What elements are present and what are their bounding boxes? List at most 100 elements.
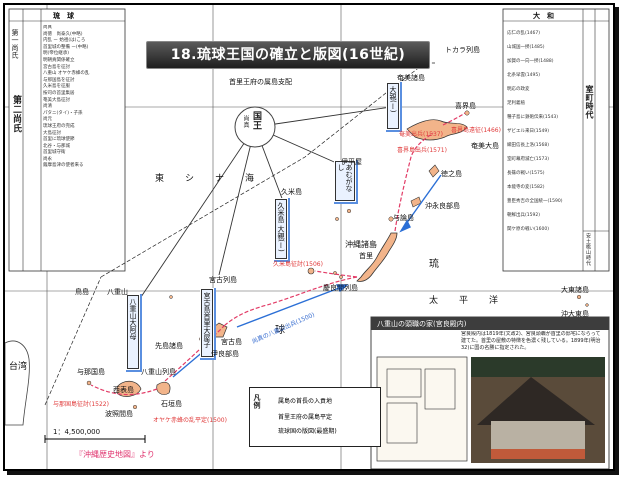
label-miyako-islands: 宮古列島 [209, 276, 237, 284]
label-tokara: トカラ列島 [445, 46, 480, 54]
right-row: ザビエル来日(1549) [507, 129, 549, 134]
left-row: 大島征討 [43, 130, 61, 136]
right-era-label-azuchi: 安土桃山時代 [585, 233, 591, 266]
amami-oshima-shape [406, 119, 468, 141]
kume-official-box: 久米島 大親(ー) [275, 199, 287, 259]
left-row: 奄美大島征討 [43, 97, 70, 103]
hub-circle [234, 106, 276, 148]
label-amami-islands: 奄美諸島 [397, 74, 425, 82]
label-irabu: 伊良部島 [211, 350, 239, 358]
label-daito: 大東諸島 [561, 286, 589, 294]
legend: 凡例 属島の首長の入貢地 首里王府の属島平定 琉球国の版図(最盛期) [249, 387, 381, 447]
left-row: 尚徳 尚泰久(中略) [43, 31, 83, 37]
right-row: 加賀の一向一揆(1488) [507, 59, 554, 64]
left-row: 明朝貢関係確立 [43, 57, 75, 63]
map-frame: 琉 球 第二尚氏 第一尚氏 尚真 尚徳 尚泰久(中略) 内乱 ー 始祖(は)ころ… [3, 3, 615, 471]
label-kikaijima: 喜界島 [455, 102, 476, 110]
region-label-ryu: 琉 [429, 259, 439, 270]
right-row: 北条早雲(1495) [507, 73, 540, 78]
iheya-official-box: あむがなし [335, 161, 355, 201]
legend-item-territory: 琉球国の版図(最盛期) [278, 428, 337, 435]
event-kikai: 喜界島出兵(1571) [397, 147, 447, 154]
miyako-official-box: 宮古島首里大屋子 [201, 289, 213, 357]
label-tokunoshima: 徳之島 [441, 170, 462, 178]
right-row: 山城国一揆(1485) [507, 45, 545, 50]
left-table-heading: 琉 球 [53, 12, 74, 20]
sea-label-east-china: 東 シ ナ 海 [155, 174, 261, 184]
legend-item-conquest: 首里王府の属島平定 [278, 414, 333, 421]
left-row: 首里城の整備 ー(中略) [43, 44, 89, 50]
okinawa-shape [356, 232, 398, 282]
label-yaeyama-islands: 八重山列島 [141, 368, 176, 376]
right-row: 室町幕府滅亡(1573) [507, 157, 549, 162]
amami-official-box: 大親(ー) [387, 83, 399, 129]
scale-label: 1：4,500,000 [53, 428, 101, 436]
event-kumejima: 久米島征討(1506) [273, 261, 323, 268]
left-row: 首里城守衛 [43, 150, 66, 156]
photo-caption-title: 八重山の頭職の家(宮良殿内) [377, 320, 467, 328]
label-toshima: 鳥島 [75, 288, 89, 296]
label-amami-oshima: 奄美大島 [471, 142, 499, 150]
left-row: パタニ(タイ)・子孫 [43, 110, 83, 116]
label-yonaguni: 与那国島 [77, 368, 105, 376]
right-table-rows: 応仁の乱(1467) 山城国一揆(1485) 加賀の一向一揆(1488) 北条早… [507, 27, 581, 267]
right-row: 長篠の戦い(1575) [507, 171, 545, 176]
label-sakishima: 先島諸島 [155, 342, 183, 350]
label-okinoerabu: 沖永良部島 [425, 202, 460, 210]
label-shuri: 首里 [359, 252, 373, 260]
photo-inset [370, 316, 610, 469]
right-row: 応仁の乱(1467) [507, 31, 540, 36]
center-node-label: 国王 [251, 111, 261, 130]
left-sub-label: 第一尚氏 [11, 29, 19, 59]
left-row: 首里に琉球使節 [43, 137, 75, 143]
left-row: 明(帝位継承) [43, 51, 70, 57]
label-hateruma: 波照間島 [105, 410, 133, 418]
source-credit: 『沖縄歴史地図』より [75, 450, 155, 459]
map-title: 18.琉球王国の確立と版図(16世紀) [146, 41, 430, 69]
right-row: 豊臣秀吉の全国統一(1590) [507, 199, 563, 204]
right-row: 明応の政変 [507, 87, 530, 92]
event-amami-1: 奄美出兵(1537) [399, 131, 443, 138]
left-row: 琉球王府の完成 [43, 123, 75, 129]
label-iheya: 伊平屋 [341, 158, 362, 166]
event-oyake: オヤケ赤蜂の乱平定(1500) [153, 417, 227, 424]
left-era-label: 第二尚氏 [11, 95, 21, 133]
left-table-rows: 尚真 尚徳 尚泰久(中略) 内乱 ー 始祖(は)ころ 首里城の整備 ー(中略) … [43, 25, 123, 269]
left-row: 尚真 [43, 25, 52, 30]
center-node-sublabel: 尚真 [242, 115, 249, 128]
left-row: 北谷・与那城 [43, 143, 70, 149]
photo-caption-text: 宮良殿内は1819年(文政2)、宮良頭職が首里の邸宅にならって建てた。首里の屋敷… [461, 331, 601, 351]
left-row: 内乱 ー 始祖(は)ころ [43, 38, 86, 44]
right-table-heading: 大 和 [533, 12, 554, 20]
legend-title: 凡例 [253, 394, 261, 409]
right-row: 織田信長上洛(1568) [507, 143, 549, 148]
right-row: 本能寺の変(1582) [507, 185, 545, 190]
left-row: 八重山 オヤケ赤蜂の乱 [43, 71, 90, 77]
left-row: 尚清 [43, 104, 52, 110]
conquest-routes [90, 112, 466, 396]
label-iriomote: 西表島 [113, 386, 134, 394]
event-yonaguni: 与那国島征討(1522) [53, 401, 109, 408]
left-row: 宮古島を征討 [43, 64, 70, 70]
scale-bar [44, 435, 146, 443]
left-row: 按司の首里集居 [43, 90, 75, 96]
left-row: 尚元 [43, 117, 52, 123]
right-row: 種子島に鉄砲伝来(1543) [507, 115, 558, 120]
label-yaeyama: 八重山 [107, 288, 128, 296]
sea-label-pacific: 太 平 洋 [429, 296, 505, 306]
yaeyama-official-box: 八重山大阿母 [127, 295, 139, 369]
left-row: 久米島を征服 [43, 84, 70, 90]
region-label-kyu: 球 [275, 325, 285, 336]
label-okidaito: 沖大東島 [561, 310, 589, 318]
map-canvas [5, 5, 613, 469]
legend-item-tribute: 属島の首長の入貢地 [278, 398, 333, 405]
label-yoron: 与論島 [393, 214, 414, 222]
label-ishigaki: 石垣島 [161, 400, 182, 408]
hub-caption: 首里王府の属島支配 [229, 78, 292, 86]
label-okinawa: 沖縄諸島 [345, 240, 377, 249]
left-row: 尚永 [43, 156, 52, 162]
right-row: 足利義稙 [507, 101, 525, 106]
event-amami-2: 喜界島遠征(1466) [451, 127, 501, 134]
left-row: 薩摩島津の使者来る [43, 163, 84, 169]
right-era-label-muromachi: 室町時代 [585, 85, 594, 119]
